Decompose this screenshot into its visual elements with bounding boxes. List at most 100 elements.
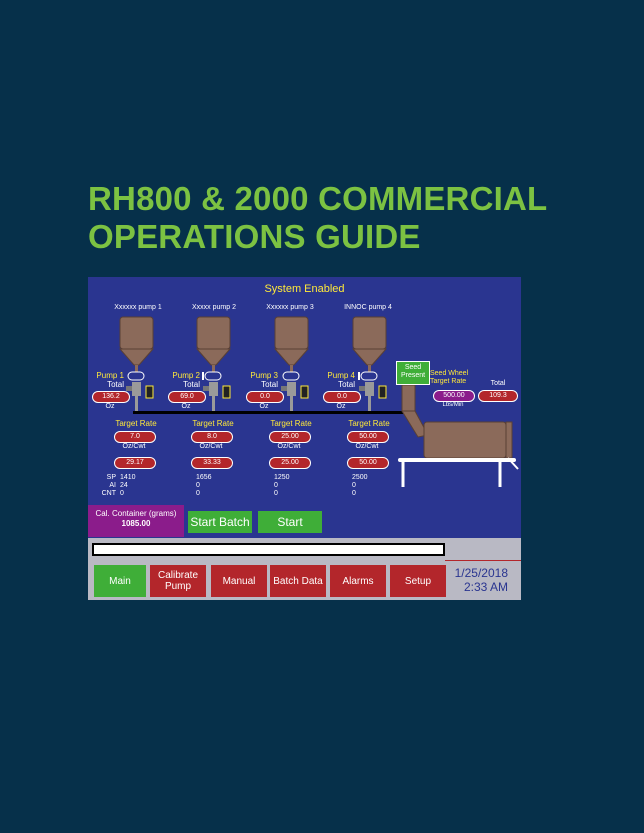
pump-3-counters: 1250 0 0	[274, 474, 290, 498]
time-value: 2:33 AM	[463, 580, 508, 594]
pump-4-ai: 0	[352, 482, 356, 489]
pump-2-ai: 0	[196, 482, 200, 489]
pump-1-rate-unit: Oz/Cwt	[122, 443, 146, 450]
pump-1-target-label: Target Rate	[115, 419, 157, 428]
pump-2-total-label: Total	[183, 380, 200, 389]
pump-3-icon	[281, 371, 309, 411]
process-diagram	[118, 316, 519, 487]
pump-4-rate-unit: Oz/Cwt	[355, 443, 379, 450]
hopper-3	[273, 316, 310, 373]
sp-label: SP	[106, 474, 116, 481]
pump-3-target-rate[interactable]: 25.00	[269, 431, 311, 443]
document-title: RH800 & 2000 COMMERCIAL OPERATIONS GUIDE	[88, 180, 547, 256]
pump-1-cnt: 0	[120, 490, 124, 497]
pump-2-total: 69.0	[168, 391, 206, 403]
pump-2-target-label: Target Rate	[192, 419, 234, 428]
manifold-pipe	[133, 411, 403, 414]
pump-3-unit: Oz	[259, 403, 269, 410]
progress-bar	[92, 543, 445, 556]
pump-4-target-label: Target Rate	[348, 419, 390, 428]
seed-present-indicator: Seed Present	[396, 361, 430, 385]
cal-container-label: Cal. Container (grams)	[95, 509, 177, 518]
pump-4-sp: 2500	[352, 474, 368, 481]
pump-2-unit: Oz	[181, 403, 191, 410]
pump-3-cnt: 0	[274, 490, 278, 497]
cal-container-value: 1085.00	[121, 519, 151, 528]
pump-2-name: Xxxxx pump 2	[192, 304, 236, 311]
pump-3-title: Pump 3	[250, 371, 278, 380]
pump-3-name: Xxxxxx pump 3	[266, 304, 314, 311]
nav-calibrate-pump[interactable]: Calibrate Pump	[150, 565, 206, 597]
title-line-1: RH800 & 2000 COMMERCIAL	[88, 180, 548, 217]
pump-1-target-rate[interactable]: 7.0	[114, 431, 156, 443]
system-status: System Enabled	[264, 283, 345, 295]
seed-wheel-label: Seed Wheel Target Rate	[430, 370, 480, 386]
title-line-2: OPERATIONS GUIDE	[88, 218, 421, 255]
pump-3-total-label: Total	[261, 380, 278, 389]
pump-1-total: 136.2	[92, 391, 130, 403]
pump-3-rate-unit: Oz/Cwt	[277, 443, 301, 450]
pump-2-rate: 33.33	[191, 457, 233, 469]
pump-1-sp: 1410	[120, 474, 136, 481]
pump-4-title: Pump 4	[327, 371, 355, 380]
hopper-1	[118, 316, 155, 373]
pump-4-total-label: Total	[338, 380, 355, 389]
pump-3-sp: 1250	[274, 474, 290, 481]
pump-2-sp: 1656	[196, 474, 212, 481]
datetime: 1/25/2018 2:33 AM	[448, 566, 508, 594]
pump-2-title: Pump 2	[172, 371, 200, 380]
pump-1-total-label: Total	[107, 380, 124, 389]
seed-wheel-unit: Lbs/Min	[442, 402, 464, 408]
nav-manual[interactable]: Manual	[211, 565, 267, 597]
cal-container[interactable]: Cal. Container (grams) 1085.00	[88, 505, 184, 537]
seed-wheel-label-line2: Target Rate	[430, 378, 467, 385]
pump-4-counters: 2500 0 0	[352, 474, 368, 498]
date-value: 1/25/2018	[454, 566, 508, 580]
pump-4-icon	[358, 371, 387, 411]
nav-main[interactable]: Main	[94, 565, 146, 597]
seed-present-line1: Seed	[404, 364, 422, 371]
pump-1-icon	[126, 371, 154, 411]
hopper-2	[195, 316, 232, 373]
pump-1-unit: Oz	[105, 403, 115, 410]
pump-1-counters: 1410 24 0	[120, 474, 136, 498]
pump-1-ai: 24	[120, 482, 128, 489]
start-batch-button[interactable]: Start Batch	[188, 511, 252, 533]
seed-chute	[398, 384, 519, 487]
hopper-4	[351, 316, 388, 373]
seed-present-line2: Present	[400, 372, 426, 379]
pump-1-name: Xxxxxx pump 1	[114, 304, 162, 311]
pump-3-total: 0.0	[246, 391, 284, 403]
pump-4-unit: Oz	[336, 403, 346, 410]
pump-4-cnt: 0	[352, 490, 356, 497]
seed-wheel-total-label: Total	[490, 380, 506, 387]
divider	[445, 560, 521, 561]
pump-1-title: Pump 1	[96, 371, 124, 380]
pump-2-icon	[202, 371, 231, 411]
pump-4-total: 0.0	[323, 391, 361, 403]
seed-wheel-total: 109.3	[478, 390, 518, 402]
nav-alarms[interactable]: Alarms	[330, 565, 386, 597]
start-button[interactable]: Start	[258, 511, 322, 533]
pump-2-cnt: 0	[196, 490, 200, 497]
seed-wheel-label-line1: Seed Wheel	[430, 370, 469, 377]
nav-batch-data[interactable]: Batch Data	[270, 565, 326, 597]
pump-2-target-rate[interactable]: 8.0	[191, 431, 233, 443]
pump-3-rate: 25.00	[269, 457, 311, 469]
pump-3-ai: 0	[274, 482, 278, 489]
pump-3-target-label: Target Rate	[270, 419, 312, 428]
pump-4-target-rate[interactable]: 50.00	[347, 431, 389, 443]
seed-wheel-target-rate[interactable]: 500.00	[433, 390, 475, 402]
ai-label: AI	[109, 482, 116, 489]
pump-1-rate: 29.17	[114, 457, 156, 469]
pump-2-rate-unit: Oz/Cwt	[199, 443, 223, 450]
nav-setup[interactable]: Setup	[390, 565, 446, 597]
pump-2-counters: 1656 0 0	[196, 474, 212, 498]
pump-4-rate: 50.00	[347, 457, 389, 469]
cnt-label: CNT	[101, 490, 116, 497]
